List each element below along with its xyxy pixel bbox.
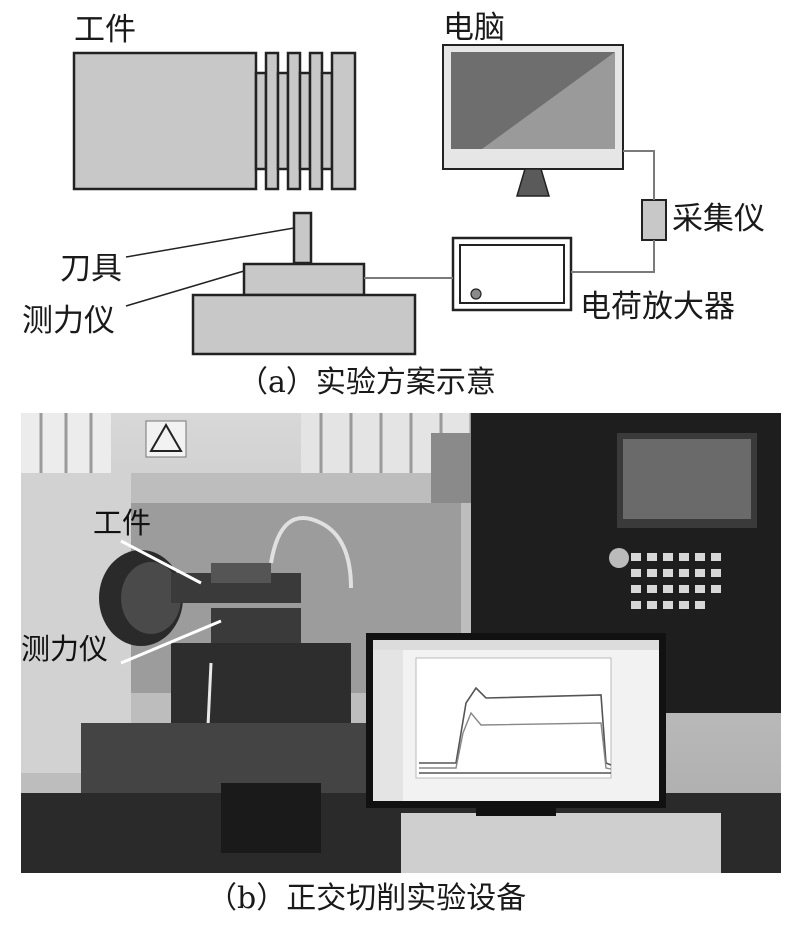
photo-label-dynamometer: 测力仪 <box>21 632 109 666</box>
label-daq: 采集仪 <box>672 201 765 237</box>
label-computer: 电脑 <box>443 10 505 46</box>
daq-drawing <box>641 199 667 241</box>
label-amplifier: 电荷放大器 <box>580 289 735 325</box>
caption-a: （a）实验方案示意 <box>238 365 496 400</box>
label-workpiece: 工件 <box>74 12 136 48</box>
label-tool: 刀具 <box>60 251 122 287</box>
label-leaders <box>125 227 295 307</box>
photo-label-leaders <box>120 539 222 665</box>
label-dynamometer: 测力仪 <box>22 303 115 339</box>
machine-base-drawing <box>191 293 417 356</box>
photo-illustration <box>21 413 781 873</box>
equipment-photo: 工件 测力仪 <box>21 413 781 873</box>
photo-label-workpiece: 工件 <box>93 506 152 540</box>
caption-b: （b）正交切削实验设备 <box>207 881 527 916</box>
workpiece-drawing <box>72 51 357 191</box>
experiment-schematic <box>72 44 667 356</box>
computer-drawing <box>442 44 624 197</box>
dynamometer-drawing <box>242 262 366 297</box>
signal-wires <box>364 150 655 279</box>
tool-drawing <box>292 211 313 265</box>
amplifier-drawing <box>451 236 573 312</box>
